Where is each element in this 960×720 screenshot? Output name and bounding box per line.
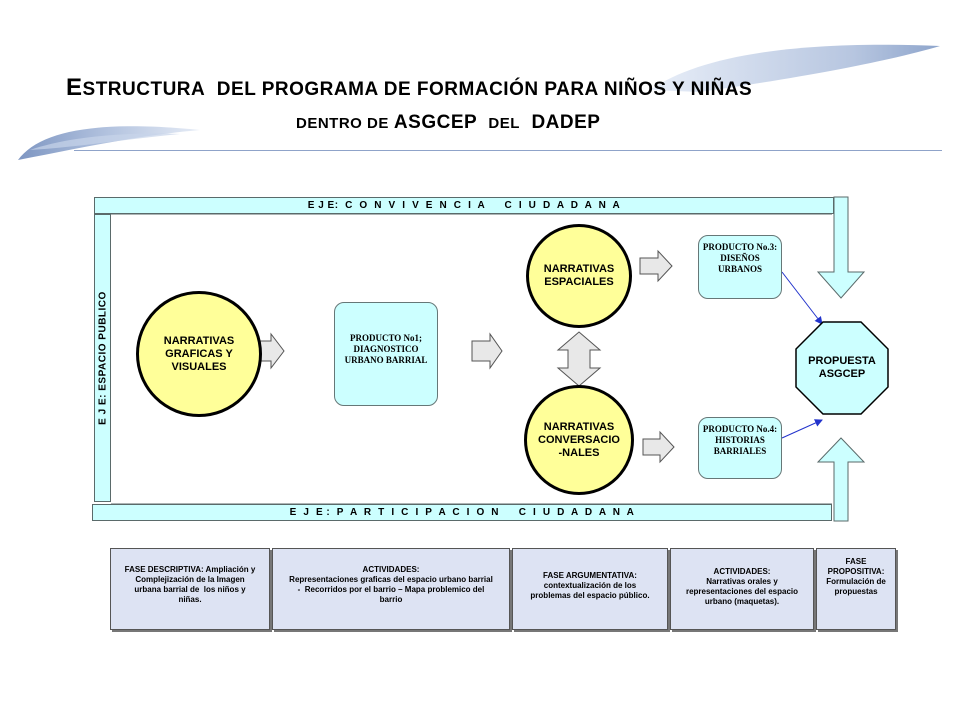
phase-box-actividades-1: ACTIVIDADES: Representaciones graficas d… xyxy=(272,548,510,630)
block-arrow-4 xyxy=(642,430,675,464)
title-asgcep: ASGCEP xyxy=(393,112,477,133)
block-arrow-down xyxy=(816,196,866,299)
phase-box-propositiva: FASE PROPOSITIVA: Formulación de propues… xyxy=(816,548,896,630)
title-line1-rest: DEL PROGRAMA DE FORMACIÓN PARA NIÑOS Y N… xyxy=(216,79,753,100)
axis-band-espacio-publico: E J E: ESPACIO PUBLICO xyxy=(94,214,111,502)
node-producto-1: PRODUCTO No1; DIAGNOSTICO URBANO BARRIAL xyxy=(334,302,438,406)
decorative-swoosh xyxy=(18,44,940,160)
title-dentro-de: DENTRO DE xyxy=(296,115,389,132)
node-narrativas-espaciales: NARRATIVAS ESPACIALES xyxy=(526,224,632,328)
axis-band-convivencia: E J E: C O N V I V E N C I A C I U D A D… xyxy=(94,197,834,214)
node-narrativas-conversacionales: NARRATIVAS CONVERSACIO -NALES xyxy=(524,385,634,495)
node-narrativas-graficas: NARRATIVAS GRAFICAS Y VISUALES xyxy=(136,291,262,417)
phase-box-descriptiva: FASE DESCRIPTIVA: Ampliación y Complejiz… xyxy=(110,548,270,630)
title-word-estructura: STRUCTURA xyxy=(82,79,206,100)
page-title-line1: ESTRUCTURA DEL PROGRAMA DE FORMACIÓN PAR… xyxy=(66,74,886,102)
title-del: DEL xyxy=(488,115,520,132)
top-right-swoosh xyxy=(650,44,940,92)
title-dadep: DADEP xyxy=(531,112,601,133)
page-title-line2: DENTRO DE ASGCEP DEL DADEP xyxy=(296,112,600,134)
double-arrow-vertical xyxy=(556,331,602,387)
node-propuesta-label: PROPUESTA ASGCEP xyxy=(808,355,876,380)
block-arrow-2 xyxy=(471,332,503,370)
phase-box-actividades-2: ACTIVIDADES: Narrativas orales y represe… xyxy=(670,548,814,630)
propuesta-octagon xyxy=(795,321,889,415)
node-producto-3: PRODUCTO No.3: DISEÑOS URBANOS xyxy=(698,235,782,299)
connector-producto4-propuesta xyxy=(781,419,823,439)
connector-producto3-propuesta xyxy=(781,271,823,325)
block-arrow-up xyxy=(816,437,866,522)
title-divider xyxy=(74,150,942,151)
phase-box-argumentativa: FASE ARGUMENTATIVA: contextualización de… xyxy=(512,548,668,630)
block-arrow-3 xyxy=(639,249,673,283)
node-producto-4: PRODUCTO No.4: HISTORIAS BARRIALES xyxy=(698,417,782,479)
title-capital-letter: E xyxy=(66,74,83,101)
